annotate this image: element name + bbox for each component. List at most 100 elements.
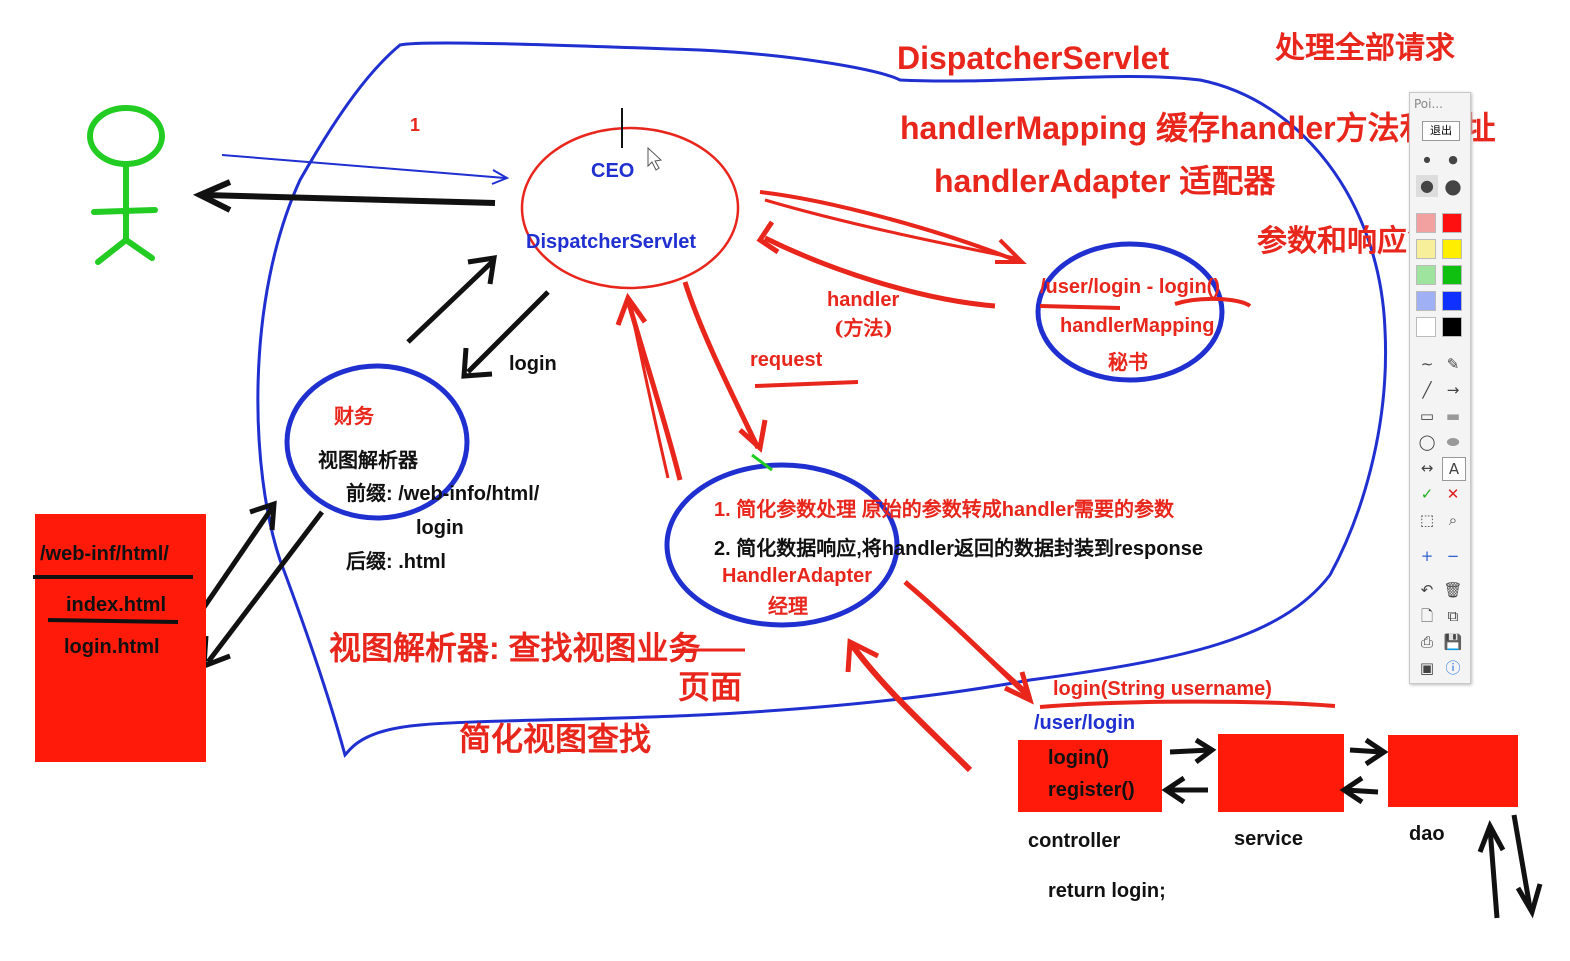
color-yellow-swatch[interactable] bbox=[1442, 239, 1462, 259]
minus-icon[interactable]: − bbox=[1446, 547, 1460, 565]
login-signature: login(String username) bbox=[1053, 678, 1272, 700]
pen-size-large-icon[interactable]: ● bbox=[1416, 175, 1438, 197]
view-resolver-ellipse bbox=[284, 363, 470, 521]
handler-label: handler bbox=[827, 289, 900, 311]
service-label: service bbox=[1234, 828, 1303, 850]
new-page-icon[interactable]: 🗋 bbox=[1420, 607, 1434, 625]
handler-mapping-note: handlerMapping 缓存handler方法和地址 bbox=[900, 110, 1496, 146]
manager-label: 经理 bbox=[768, 594, 808, 618]
zoom-icon[interactable]: ⌕ bbox=[1448, 511, 1458, 529]
color-blue-swatch[interactable] bbox=[1442, 291, 1462, 311]
index-underline bbox=[47, 618, 179, 624]
to-adapter-arrow-head bbox=[738, 419, 768, 453]
method-label: (方法) bbox=[834, 316, 893, 340]
handler-adapter-label: HandlerAdapter bbox=[722, 565, 873, 587]
resolver-to-dispatcher-head bbox=[467, 255, 497, 285]
text-tool-icon[interactable]: A bbox=[1442, 457, 1466, 481]
color-light-red-swatch[interactable] bbox=[1416, 213, 1436, 233]
user-stick-figure bbox=[87, 105, 165, 265]
handler-mapping-ellipse bbox=[1035, 241, 1225, 383]
screen-icon[interactable]: ▣ bbox=[1419, 659, 1435, 677]
pen-toolbar: Poi... 退出 ● ● ● ● ∼ ✎ ╱ → ▭ ▬ ◯ ⬬ ↔ A ✓ … bbox=[1409, 92, 1471, 684]
step-number: 1 bbox=[410, 115, 421, 135]
print-icon[interactable]: ⎙ bbox=[1420, 633, 1433, 651]
db-up-head bbox=[1477, 820, 1506, 853]
cross-mark-icon[interactable]: ✕ bbox=[1446, 485, 1460, 503]
filled-ellipse-icon[interactable]: ⬬ bbox=[1446, 433, 1460, 451]
process-all-note: 处理全部请求 bbox=[1275, 31, 1455, 66]
plus-icon[interactable]: + bbox=[1420, 547, 1434, 565]
from-mapping-arrow bbox=[763, 235, 996, 309]
toolbar-exit-button[interactable]: 退出 bbox=[1422, 121, 1460, 141]
response-arrow-head bbox=[192, 179, 232, 213]
handler-adapter-ellipse bbox=[664, 462, 900, 628]
highlighter-icon[interactable]: ✎ bbox=[1446, 355, 1460, 373]
dao-to-service-arrow bbox=[1344, 787, 1379, 795]
pen-size-xlarge-icon[interactable]: ● bbox=[1444, 174, 1462, 198]
adapter-point-2: 2. 简化数据响应,将handler返回的数据封装到response bbox=[714, 538, 1203, 560]
to-mapping-arrow bbox=[759, 190, 1021, 264]
line-tool-icon[interactable]: ╱ bbox=[1422, 381, 1432, 399]
color-green-swatch[interactable] bbox=[1442, 265, 1462, 285]
crop-icon[interactable]: ⬚ bbox=[1419, 511, 1435, 529]
double-arrow-icon[interactable]: ↔ bbox=[1420, 459, 1434, 477]
service-box bbox=[1218, 734, 1344, 812]
secretary-label: 秘书 bbox=[1108, 350, 1148, 374]
adapter-to-controller-head bbox=[1003, 671, 1034, 705]
return-login-label: return login; bbox=[1048, 880, 1166, 902]
from-mapping-arrow-head bbox=[756, 220, 780, 255]
pen-size-small-icon[interactable]: ● bbox=[1423, 155, 1431, 164]
db-down-arrow bbox=[1511, 814, 1533, 909]
save-icon[interactable]: 💾 bbox=[1443, 633, 1463, 651]
db-up-arrow bbox=[1487, 827, 1500, 919]
view-resolver-label: 视图解析器 bbox=[318, 448, 418, 472]
toolbar-title: Poi... bbox=[1414, 97, 1443, 111]
html-files-box bbox=[35, 514, 206, 762]
color-light-blue-swatch[interactable] bbox=[1416, 291, 1436, 311]
ellipse-tool-icon[interactable]: ◯ bbox=[1418, 433, 1436, 451]
dao-box bbox=[1388, 735, 1518, 807]
rectangle-tool-icon[interactable]: ▭ bbox=[1419, 407, 1435, 425]
freehand-pen-icon[interactable]: ∼ bbox=[1420, 355, 1434, 373]
ceo-label: CEO bbox=[591, 160, 635, 182]
controller-to-service-arrow bbox=[1169, 747, 1211, 755]
request-arrow bbox=[221, 154, 506, 179]
pen-size-medium-icon[interactable]: ● bbox=[1448, 153, 1458, 166]
register-method: register() bbox=[1048, 779, 1135, 801]
color-light-green-swatch[interactable] bbox=[1416, 265, 1436, 285]
underline-login-fn bbox=[1174, 296, 1252, 308]
check-mark-icon[interactable]: ✓ bbox=[1420, 485, 1434, 503]
suffix-label: 后缀: .html bbox=[346, 551, 446, 573]
view-resolver-description: 视图解析器: 查找视图业务 bbox=[329, 630, 701, 666]
color-red-swatch[interactable] bbox=[1442, 213, 1462, 233]
undo-icon[interactable]: ↶ bbox=[1420, 581, 1434, 599]
adapter-point-1: 1. 简化参数处理 原始的参数转成handler需要的参数 bbox=[714, 499, 1175, 521]
resolver-to-dispatcher-arrow bbox=[406, 260, 494, 344]
to-mapping-arrow-head bbox=[995, 238, 1027, 264]
finance-label: 财务 bbox=[334, 404, 374, 428]
handler-mapping-label: handlerMapping bbox=[1060, 315, 1215, 337]
trash-icon[interactable]: 🗑 bbox=[1443, 581, 1463, 599]
green-tick-mark bbox=[751, 453, 773, 472]
filled-rectangle-icon[interactable]: ▬ bbox=[1445, 407, 1461, 425]
controller-box bbox=[1018, 740, 1162, 812]
login-sig-underline bbox=[1039, 699, 1336, 709]
system-boundary-outline bbox=[256, 41, 1388, 758]
user-login-path: /user/login bbox=[1034, 712, 1136, 734]
service-to-controller-head bbox=[1161, 775, 1186, 805]
service-to-dao-head bbox=[1364, 737, 1389, 767]
color-white-swatch[interactable] bbox=[1416, 317, 1436, 337]
copy-icon[interactable]: ⧉ bbox=[1447, 607, 1459, 625]
controller-to-adapter-arrow bbox=[849, 643, 973, 773]
resolver-to-files-arrow bbox=[206, 510, 324, 664]
request-underline bbox=[754, 380, 859, 388]
info-icon[interactable]: ⓘ bbox=[1445, 659, 1461, 677]
color-light-yellow-swatch[interactable] bbox=[1416, 239, 1436, 259]
color-black-swatch[interactable] bbox=[1442, 317, 1462, 337]
mouse-cursor-icon bbox=[647, 146, 663, 171]
to-mapping-arrow-2 bbox=[764, 198, 1016, 260]
user-login-mapping: /user/login - login() bbox=[1040, 276, 1220, 298]
db-down-head bbox=[1515, 883, 1543, 919]
arrow-tool-icon[interactable]: → bbox=[1446, 381, 1460, 399]
